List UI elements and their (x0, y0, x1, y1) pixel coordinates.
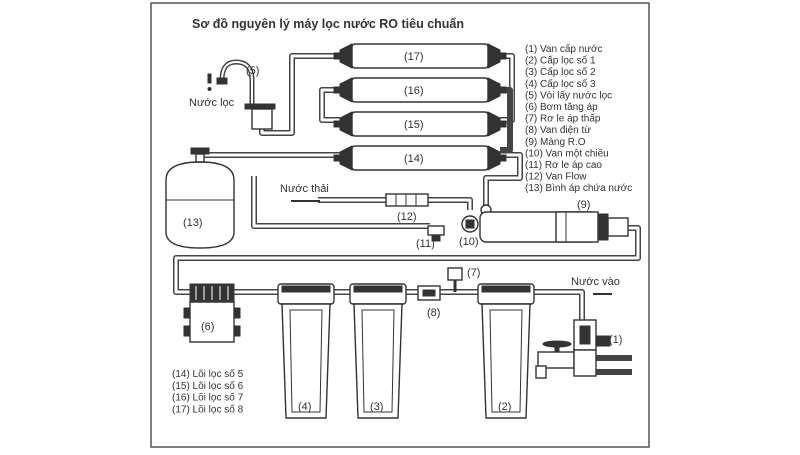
tag-3: (3) (370, 401, 383, 413)
solenoid-valve (417, 285, 441, 301)
tag-9: (9) (577, 199, 590, 211)
filter-15: (15) (333, 111, 507, 137)
legend-right-item: (8) Van điện từ (525, 125, 591, 136)
low-pressure-switch (447, 267, 463, 292)
ro-membrane (479, 211, 629, 243)
legend-right-item: (7) Rơ le áp thấp (525, 113, 601, 125)
tag-13: (13) (183, 217, 203, 229)
tag-10: (10) (459, 236, 479, 248)
legend-right-item: (9) Màng R.O (525, 137, 586, 148)
booster-pump (183, 283, 241, 343)
tag-5: (5) (246, 65, 259, 77)
tag-4: (4) (298, 401, 311, 413)
tag-7: (7) (467, 267, 480, 279)
faucet (207, 59, 276, 130)
tag-12: (12) (397, 211, 417, 223)
legend-bottom-item: (14) Lõi lọc số 5 (172, 368, 244, 380)
tag-17: (17) (404, 51, 424, 63)
legend-right-item: (3) Cấp lọc số 2 (525, 66, 596, 78)
legend-right-item: (5) Vòi lấy nước lọc (525, 89, 612, 101)
flow-valve (385, 193, 429, 207)
legend-right-item: (2) Cấp lọc số 1 (525, 55, 596, 67)
filter-17: (17) (333, 43, 507, 69)
legend-right-item: (11) Rơ le áp cao (525, 160, 602, 171)
label-clean-water: Nước lọc (189, 97, 235, 109)
legend-bottom: (14) Lõi lọc số 5(15) Lõi lọc số 6(16) L… (172, 368, 244, 415)
housing-3: (3) (349, 283, 407, 419)
legend-bottom-item: (17) Lõi lọc số 8 (172, 403, 244, 415)
label-inlet-water: Nước vào (571, 276, 620, 288)
legend-right-item: (13) Bình áp chứa nước (525, 183, 632, 194)
tag-14: (14) (404, 153, 424, 165)
tag-16: (16) (404, 85, 424, 97)
housing-4: (4) (277, 283, 335, 419)
filter-14: (14) (333, 145, 507, 171)
legend-right-item: (1) Van cấp nước (525, 43, 603, 55)
high-pressure-switch (427, 225, 445, 242)
legend-right-item: (10) Van một chiều (525, 147, 609, 159)
inlet-valve (535, 319, 611, 379)
legend-bottom-item: (15) Lõi lọc số 6 (172, 380, 244, 392)
legend-right-item: (4) Cấp lọc số 3 (525, 78, 596, 90)
pressure-tank (165, 147, 235, 249)
housing-2: (2) (477, 283, 535, 419)
tag-15: (15) (404, 119, 424, 131)
tag-11: (11) (416, 238, 435, 250)
legend-right: (1) Van cấp nước(2) Cấp lọc số 1(3) Cấp … (525, 43, 632, 194)
pre-filter-housings: (4) (3) (2) (277, 283, 535, 419)
legend-right-item: (12) Van Flow (525, 172, 587, 183)
post-filter-stack: (17) (16) (15) (14) (333, 43, 507, 171)
legend-bottom-item: (16) Lõi lọc số 7 (172, 392, 244, 404)
filter-16: (16) (333, 77, 507, 103)
tag-6: (6) (201, 321, 214, 333)
legend-right-item: (6) Bơm tăng áp (525, 102, 598, 113)
label-waste-water: Nước thải (280, 183, 329, 195)
water-drop-icon (207, 73, 212, 84)
diagram-title: Sơ đồ nguyên lý máy lọc nước RO tiêu chu… (192, 17, 464, 31)
tag-2: (2) (498, 401, 511, 413)
tag-8: (8) (427, 307, 440, 319)
tag-1: (1) (609, 334, 622, 346)
